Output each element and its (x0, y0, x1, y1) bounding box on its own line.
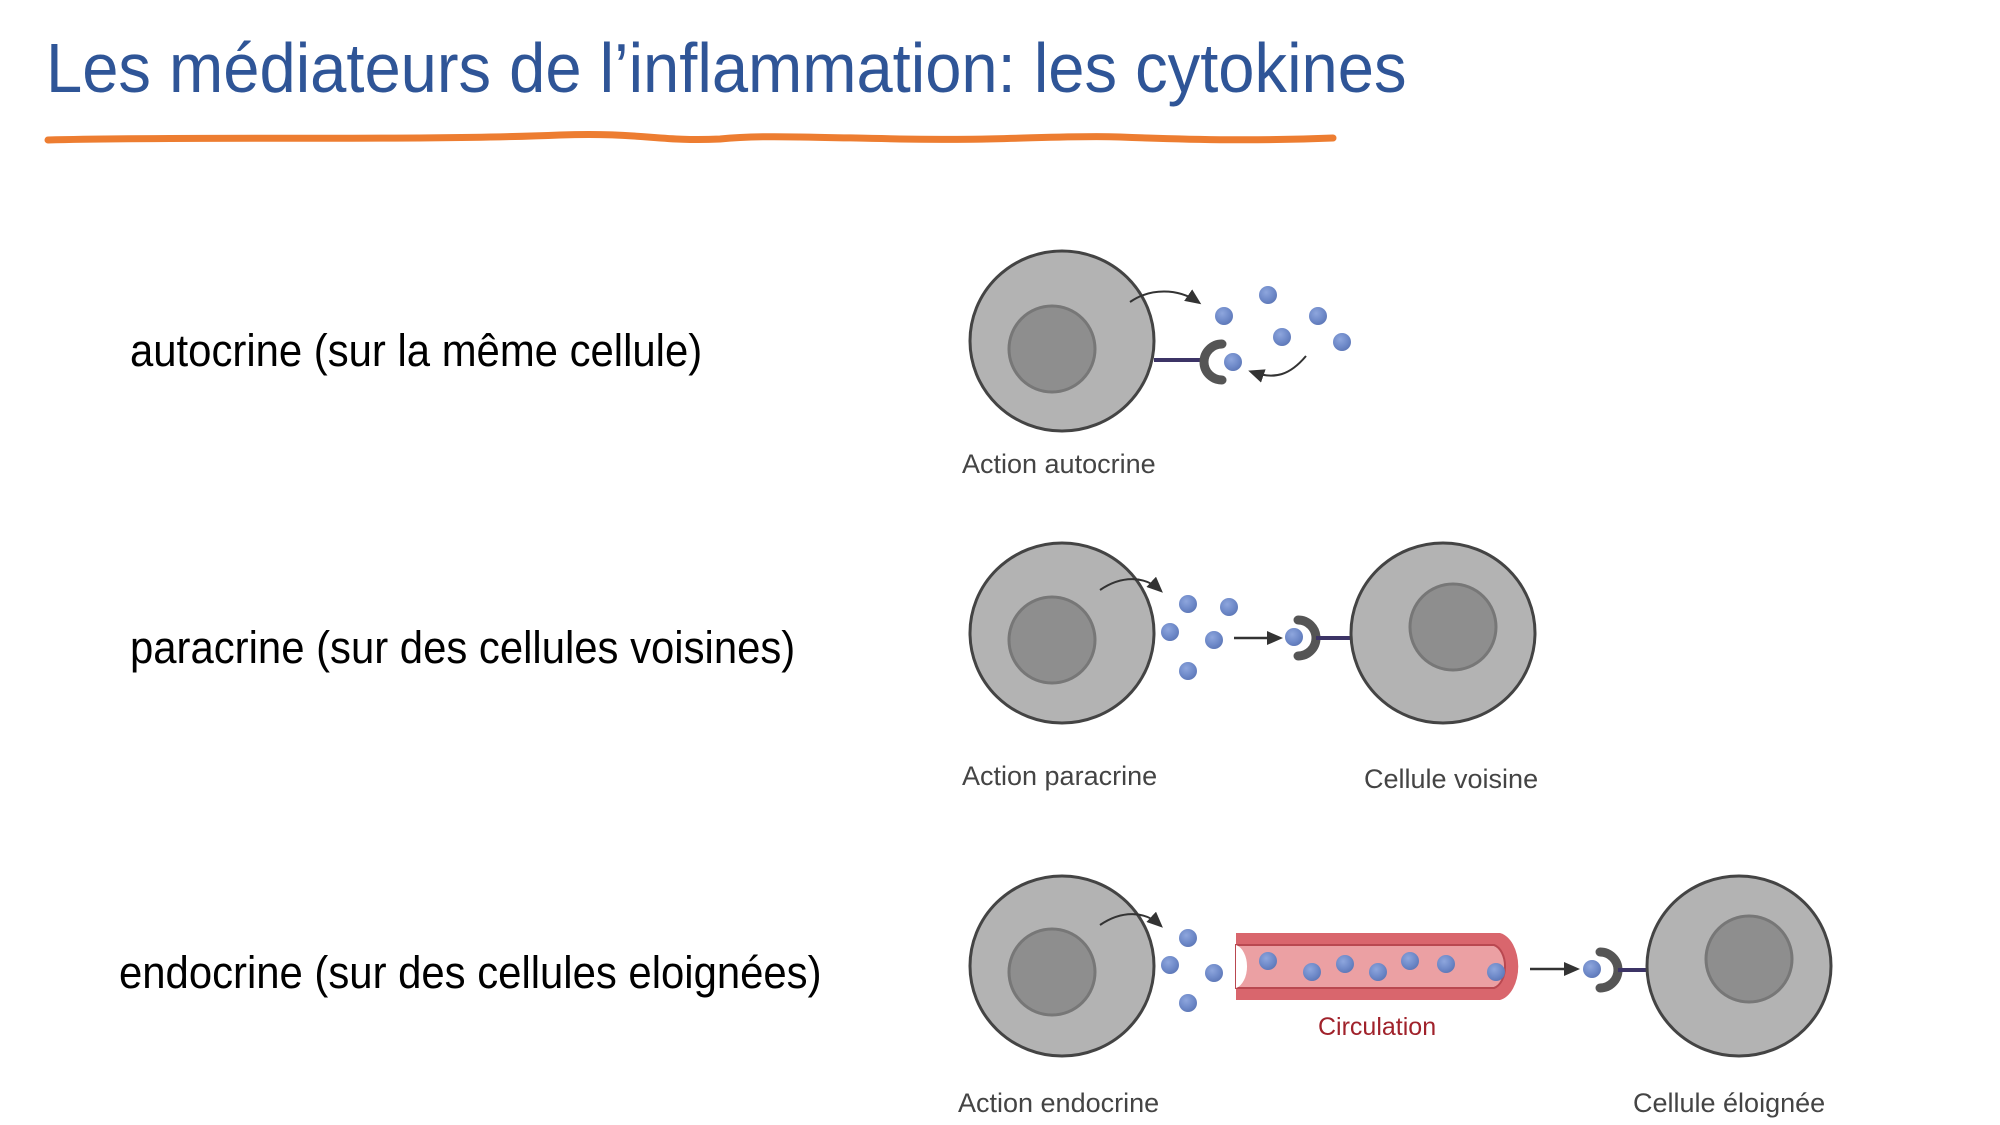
secretion-arrow-icon (1099, 911, 1163, 928)
autocrine-diagram: Action autocrine (962, 249, 1351, 479)
endocrine-diagram: Circulation Action endocrine Cellule élo… (958, 874, 1833, 1118)
autocrine-description: autocrine (sur la même cellule) (130, 325, 703, 376)
cytokine-particles (1161, 929, 1223, 1012)
receptor-icon (1595, 947, 1623, 993)
circulation-label: Circulation (1318, 1013, 1436, 1041)
neighbor-cell-icon (1349, 541, 1537, 725)
autocrine-caption: Action autocrine (962, 449, 1156, 479)
paracrine-description: paracrine (sur des cellules voisines) (130, 622, 796, 673)
slide-title: Les médiateurs de l’inflammation: les cy… (46, 29, 1407, 107)
blood-vessel-icon (1235, 933, 1519, 1000)
secreting-cell-icon (968, 541, 1156, 725)
secretion-arrow-icon (1099, 576, 1163, 593)
paracrine-caption: Action paracrine (962, 761, 1157, 791)
return-arrow-icon (1248, 355, 1307, 383)
bound-cytokine-icon (1224, 353, 1242, 371)
endocrine-description: endocrine (sur des cellules eloignées) (119, 947, 822, 998)
receptor-icon (1199, 339, 1227, 385)
paracrine-diagram: Action paracrine Cellule voisine (962, 541, 1538, 794)
secretion-arrow-icon (1129, 289, 1202, 305)
cytokine-particles (1161, 595, 1238, 680)
bound-cytokine-icon (1285, 628, 1303, 646)
distant-cell-caption: Cellule éloignée (1633, 1088, 1825, 1118)
neighbor-cell-caption: Cellule voisine (1364, 764, 1538, 794)
secreting-cell-icon (968, 874, 1156, 1058)
secreting-cell-icon (968, 249, 1156, 433)
title-underline (44, 130, 1337, 144)
endocrine-caption: Action endocrine (958, 1088, 1159, 1118)
cytokine-particles (1215, 286, 1351, 351)
bound-cytokine-icon (1583, 960, 1601, 978)
distant-cell-icon (1645, 874, 1833, 1058)
